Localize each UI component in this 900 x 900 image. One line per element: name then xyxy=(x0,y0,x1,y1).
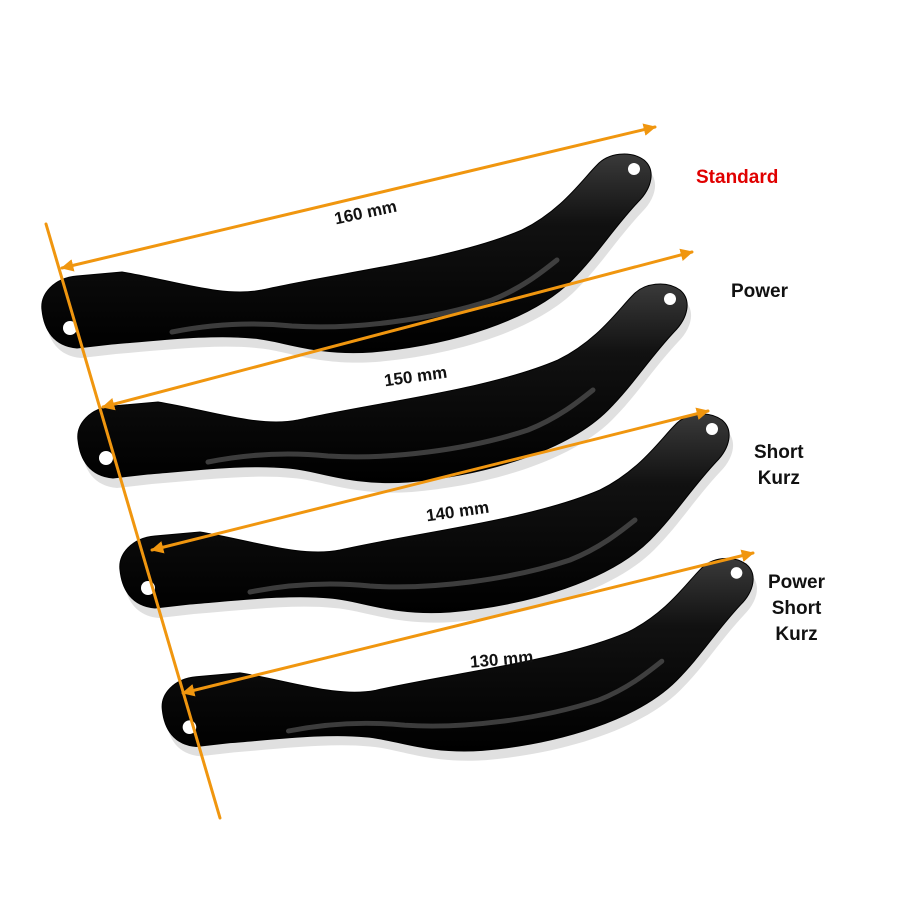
tip-hole xyxy=(706,423,718,435)
arrow-130 xyxy=(181,549,755,697)
tip-hole xyxy=(730,567,743,579)
arrow-150 xyxy=(101,248,694,411)
measurement-arrows xyxy=(44,123,755,820)
tip-hole xyxy=(664,293,676,305)
variant-label-standard: Standard xyxy=(696,167,779,188)
lever-body xyxy=(41,153,652,354)
variant-label-short: Short Kurz xyxy=(754,442,804,489)
lever-1 xyxy=(41,153,656,363)
reference-line xyxy=(44,222,222,820)
tip-hole xyxy=(628,163,640,175)
variant-label-power: Power xyxy=(731,281,789,302)
pivot-hole xyxy=(99,451,113,465)
arrow-140 xyxy=(150,407,710,554)
pivot-hole xyxy=(63,321,77,335)
variant-label-power-short: Power Short Kurz xyxy=(768,572,826,645)
arrow-160 xyxy=(60,123,657,272)
levers xyxy=(41,153,758,761)
